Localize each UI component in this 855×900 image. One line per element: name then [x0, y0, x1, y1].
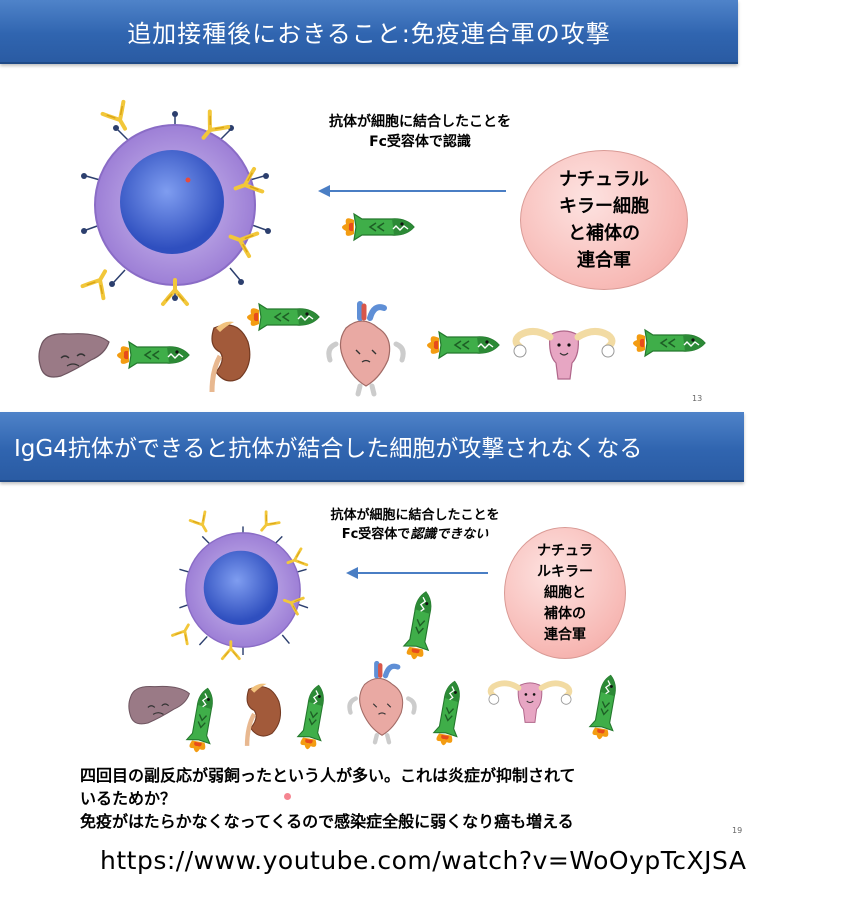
kidney-icon [240, 676, 286, 752]
slide2-nk-bubble: ナチュラ ルキラー 細胞と 補体の 連合軍 [504, 527, 626, 659]
notes-line: 免疫がはたらかなくなってくるので感染症全般に弱くなり癌も増える [80, 812, 574, 831]
slide2-title-bar: IgG4抗体ができると抗体が結合した細胞が攻撃されなくなる [0, 412, 744, 482]
immune-cell-icon [179, 526, 309, 655]
slide2-arrow [346, 567, 488, 579]
slide2-title: IgG4抗体ができると抗体が結合した細胞が攻撃されなくなる [14, 436, 643, 462]
slide2-page-number: 19 [732, 826, 743, 835]
slide1-caption-line2: Fc受容体で認識 [369, 134, 471, 150]
slide1-page-number: 13 [692, 394, 703, 403]
uterus-icon [508, 318, 620, 388]
slide1-bubble-line: キラー細胞 [559, 196, 649, 217]
heart-icon [340, 656, 424, 748]
slide2-caption-line2: Fc受容体で認識できない [300, 525, 530, 544]
missile-icon [246, 303, 320, 331]
liver-icon [38, 333, 110, 378]
missile-icon [431, 678, 467, 748]
missile-icon [184, 685, 220, 755]
slide2-bubble-line: ナチュラ [537, 542, 593, 559]
slide2-bubble-line: 連合軍 [544, 626, 586, 643]
slide1-caption: 抗体が細胞に結合したことを Fc受容体で認識 [290, 112, 550, 152]
immune-cell-icon [81, 111, 271, 301]
missile-icon [587, 672, 623, 742]
slide1-caption-line1: 抗体が細胞に結合したことを [329, 114, 511, 130]
missile-icon [295, 682, 331, 752]
slide1-title-bar: 追加接種後におきること:免疫連合軍の攻撃 [0, 0, 738, 64]
missile-icon [341, 213, 415, 241]
notes-line: 四回目の副反応が弱飼ったという人が多い。これは炎症が抑制されて [80, 766, 576, 785]
laser-pointer-dot [284, 793, 291, 800]
slide2-caption-prefix: Fc受容体で [341, 527, 411, 542]
missile-icon [116, 341, 190, 369]
antibody-icon [80, 99, 265, 306]
notes-line: いるためか？ [80, 789, 177, 808]
uterus-icon [484, 672, 576, 730]
slide2-caption: 抗体が細胞に結合したことを Fc受容体で認識できない [300, 506, 530, 544]
source-url[interactable]: https://www.youtube.com/watch?v=WoOypTcX… [100, 846, 747, 875]
slide1-bubble-line: ナチュラル [559, 169, 649, 190]
liver-icon [128, 685, 190, 725]
missile-icon [426, 331, 500, 359]
notes-text: 四回目の副反応が弱飼ったという人が多い。これは炎症が抑制されて いるためか？ 免… [80, 764, 576, 833]
slide2-bubble-line: 補体の [544, 605, 586, 622]
slide1-bubble-line: 連合軍 [577, 250, 631, 271]
slide1-title: 追加接種後におきること:免疫連合軍の攻撃 [127, 19, 611, 48]
slide2-bubble-line: ルキラー [537, 563, 593, 580]
slide2-caption-line1: 抗体が細胞に結合したことを [330, 508, 500, 523]
slide2-bubble-line: 細胞と [544, 584, 586, 601]
missile-icon [632, 329, 706, 357]
missile-icon [401, 589, 439, 663]
slide1-bubble-line: と補体の [568, 223, 640, 244]
slide2-caption-emphasis: 認識できない [410, 527, 489, 542]
slide1-arrow [318, 185, 506, 197]
heart-icon [318, 296, 414, 400]
slide1-nk-bubble: ナチュラル キラー細胞 と補体の 連合軍 [520, 150, 688, 290]
